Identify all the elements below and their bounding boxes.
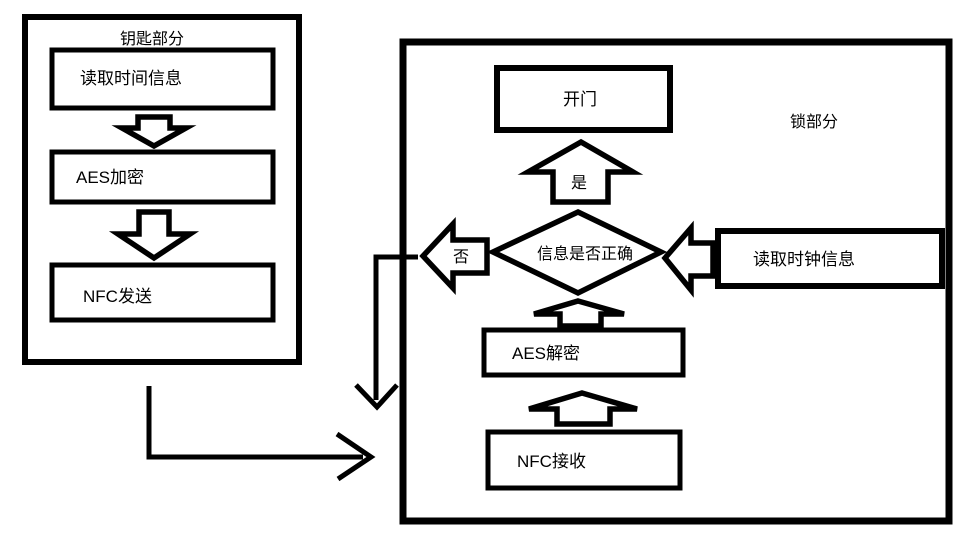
arrow-down-icon (111, 114, 197, 150)
arrow-up-icon (528, 390, 638, 427)
aes-decrypt-label: AES解密 (512, 344, 580, 363)
yes-label: 是 (571, 175, 587, 192)
read-time-box (49, 47, 276, 111)
aes-decrypt-box (481, 327, 686, 378)
lock-section: 锁部分 开门 是 信息是否正确 否 读取时钟信息 (354, 38, 953, 525)
read-clock-label: 读取时钟信息 (753, 250, 855, 269)
arrow-down-icon (108, 209, 200, 262)
key-to-lock-connector (146, 386, 376, 482)
nfc-receive-box (485, 429, 683, 491)
aes-encrypt-label: AES加密 (76, 168, 144, 187)
arrow-up-icon (533, 298, 625, 329)
decision-label: 信息是否正确 (537, 245, 633, 263)
nfc-send-box (49, 262, 276, 323)
read-clock-box (715, 228, 945, 289)
arrowhead-right-icon (335, 431, 376, 482)
open-door-label: 开门 (563, 90, 597, 109)
nfc-send-label: NFC发送 (83, 287, 152, 306)
nfc-receive-label: NFC接收 (517, 452, 586, 471)
arrow-left-clock-icon (661, 220, 716, 298)
key-section-title: 钥匙部分 (120, 30, 184, 48)
lock-section-container (399, 38, 953, 525)
key-section: 钥匙部分 读取时间信息 AES加密 NFC发送 (22, 14, 302, 365)
arrowhead-down-icon (354, 383, 399, 411)
aes-encrypt-box (49, 149, 276, 205)
no-label: 否 (453, 249, 469, 266)
decision-diamond (486, 208, 668, 297)
open-door-box (494, 65, 673, 133)
key-section-container (22, 14, 302, 365)
lock-section-title: 锁部分 (790, 113, 838, 131)
arrow-up-yes-icon (517, 138, 644, 205)
read-time-label: 读取时间信息 (80, 69, 182, 88)
key-to-lock-wire (146, 386, 363, 460)
no-exit-wire (373, 254, 418, 400)
arrow-left-no-icon (419, 217, 490, 295)
